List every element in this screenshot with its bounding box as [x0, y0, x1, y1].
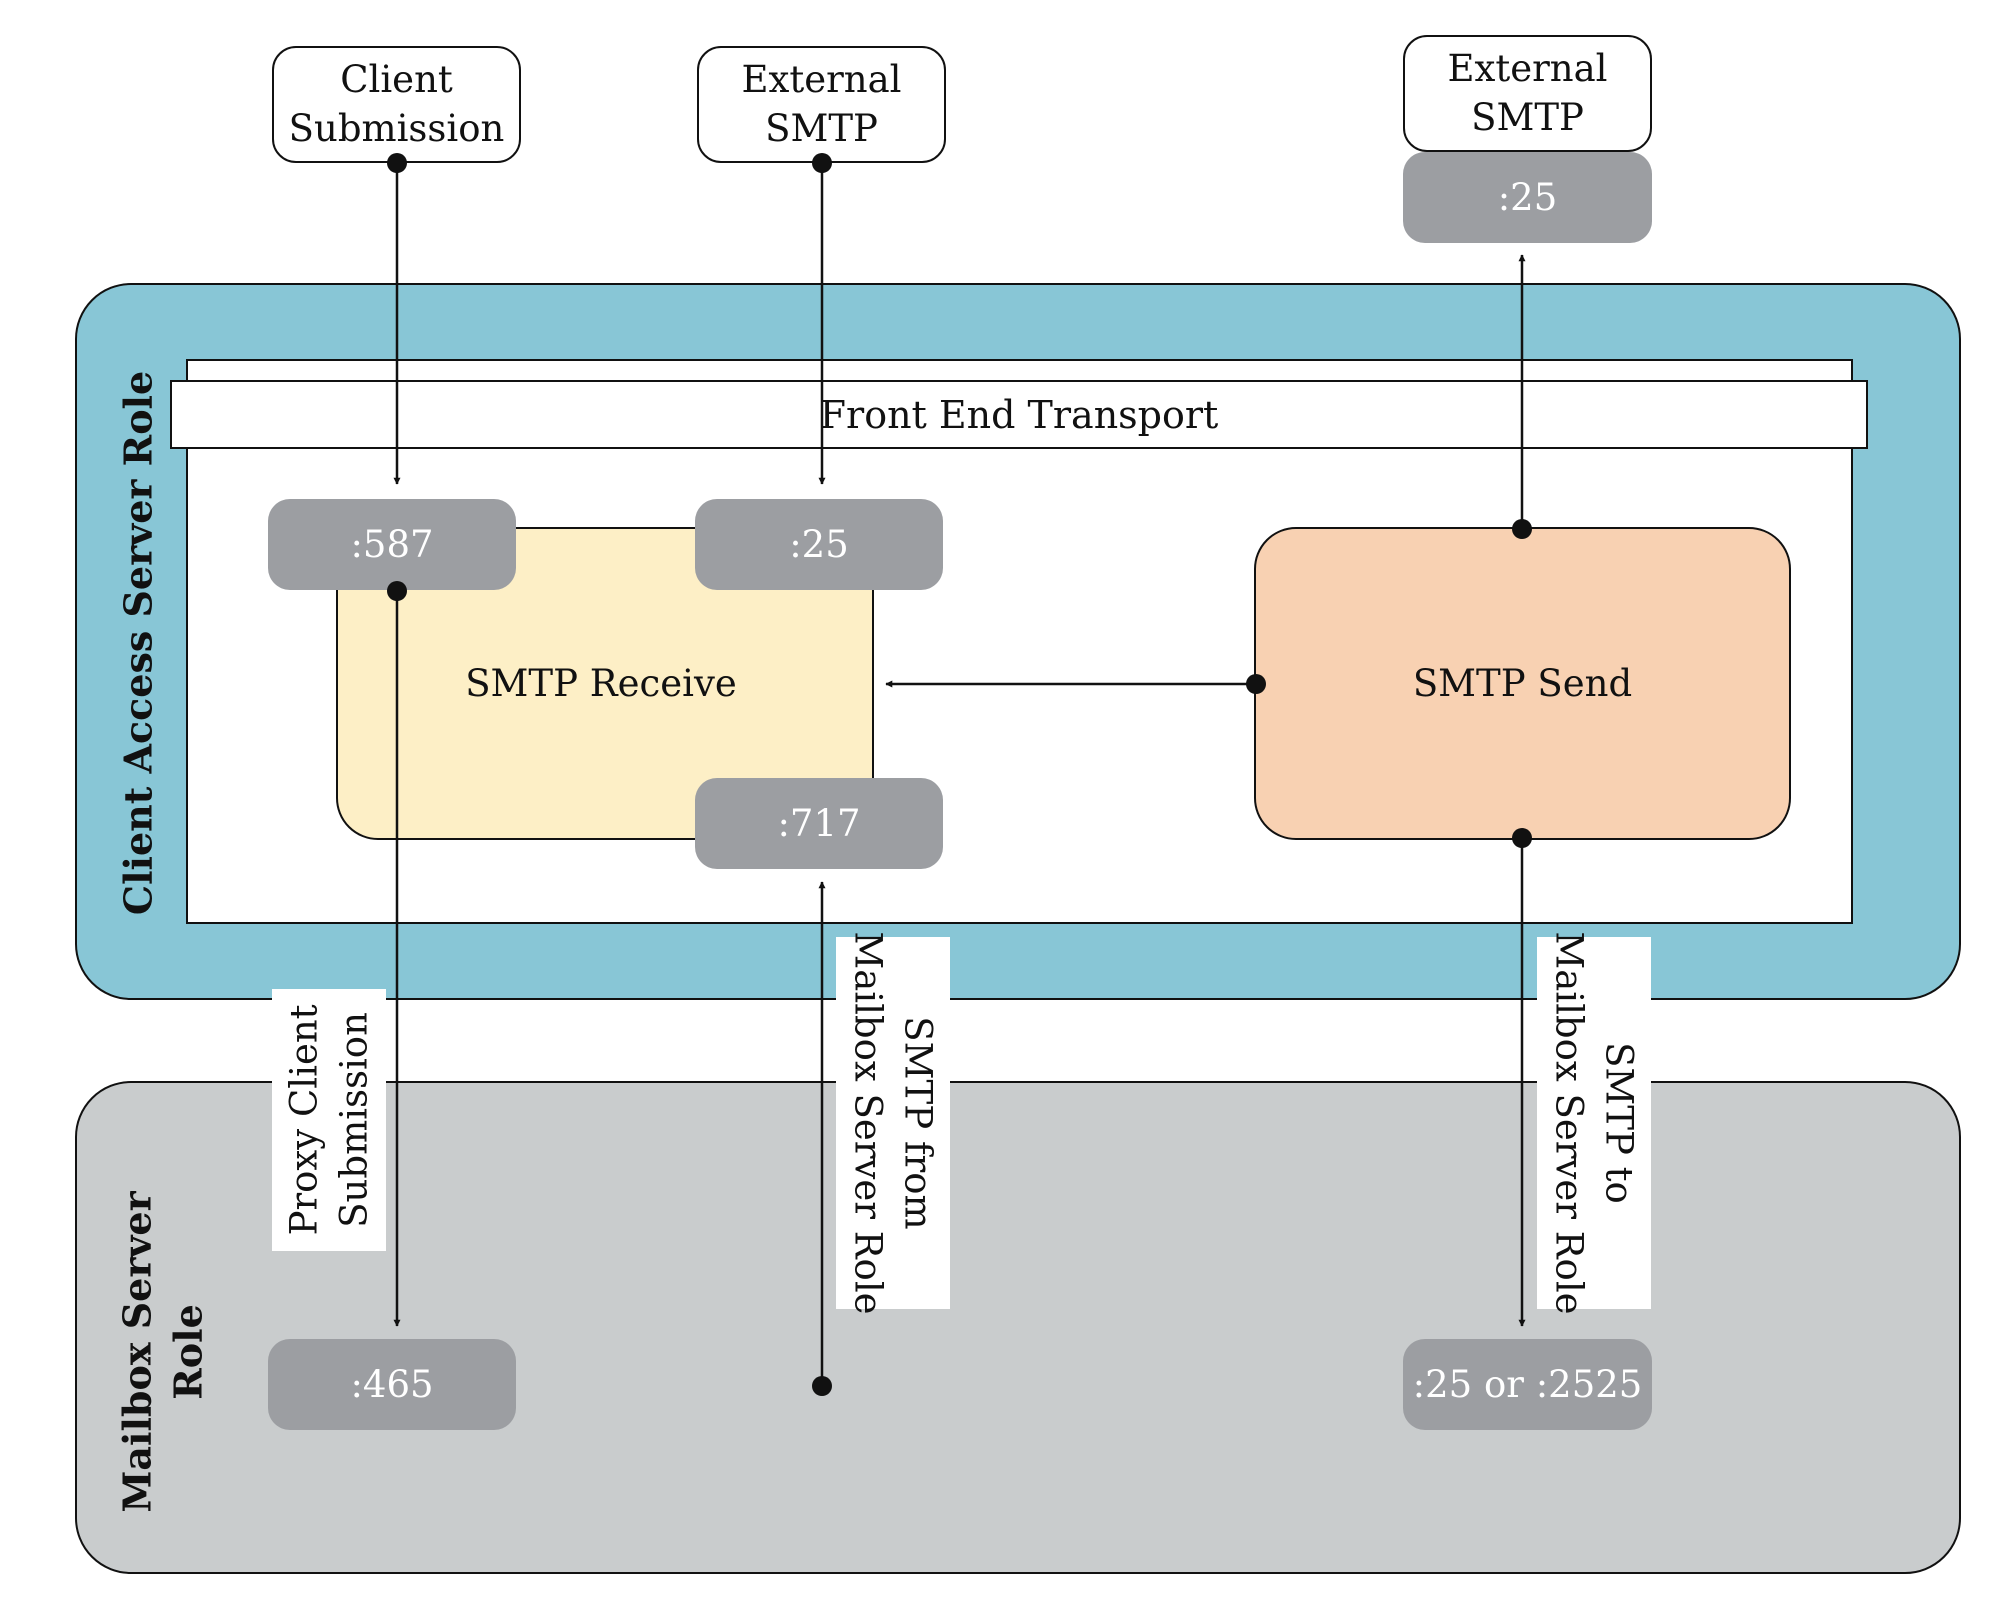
dot-send-top	[1512, 519, 1532, 539]
smtp-send-box: SMTP Send	[1254, 527, 1791, 840]
dot-587-bottom	[387, 581, 407, 601]
port-to-mailbox-label: :25 or :2525	[1412, 1363, 1643, 1406]
smtp-to-mailbox-label: SMTP to Mailbox Server Role	[1537, 931, 1651, 1315]
dot-send-bottom	[1512, 828, 1532, 848]
port-smtp-in-label: :25	[789, 523, 849, 566]
client-submission-line-2: Submission	[288, 106, 505, 150]
external-smtp-in-line-1: External	[741, 58, 902, 102]
port-smtp-in: :25	[695, 499, 943, 590]
front-end-transport-bar: Front End Transport	[170, 380, 1868, 449]
port-external-out: :25	[1403, 152, 1652, 243]
dot-send-left	[1246, 674, 1266, 694]
external-smtp-out-box: External SMTP	[1403, 35, 1652, 152]
port-submission-label: :587	[350, 523, 434, 566]
external-smtp-out-line-1: External	[1447, 47, 1608, 91]
dot-client-submission	[387, 153, 407, 173]
port-proxy-submission: :465	[268, 1339, 516, 1430]
port-from-mailbox: :717	[695, 778, 943, 869]
front-end-transport-label: Front End Transport	[819, 392, 1219, 437]
external-smtp-in-box: External SMTP	[697, 46, 946, 163]
smtp-receive-label: SMTP Receive	[465, 662, 737, 705]
port-to-mailbox: :25 or :2525	[1403, 1339, 1652, 1430]
proxy-client-submission-label: Proxy Client Submission	[272, 989, 386, 1251]
smtp-from-mailbox-label: SMTP from Mailbox Server Role	[836, 931, 950, 1315]
client-submission-line-1: Client	[340, 58, 453, 102]
port-proxy-submission-label: :465	[350, 1363, 434, 1406]
external-smtp-in-line-2: SMTP	[765, 106, 878, 150]
smtp-send-label: SMTP Send	[1412, 662, 1633, 705]
dot-mailbox-source	[812, 1376, 832, 1396]
port-external-out-label: :25	[1497, 176, 1558, 219]
port-from-mailbox-label: :717	[777, 802, 861, 845]
external-smtp-out-line-2: SMTP	[1471, 95, 1584, 139]
dot-external-smtp-in	[812, 153, 832, 173]
port-submission: :587	[268, 499, 516, 590]
